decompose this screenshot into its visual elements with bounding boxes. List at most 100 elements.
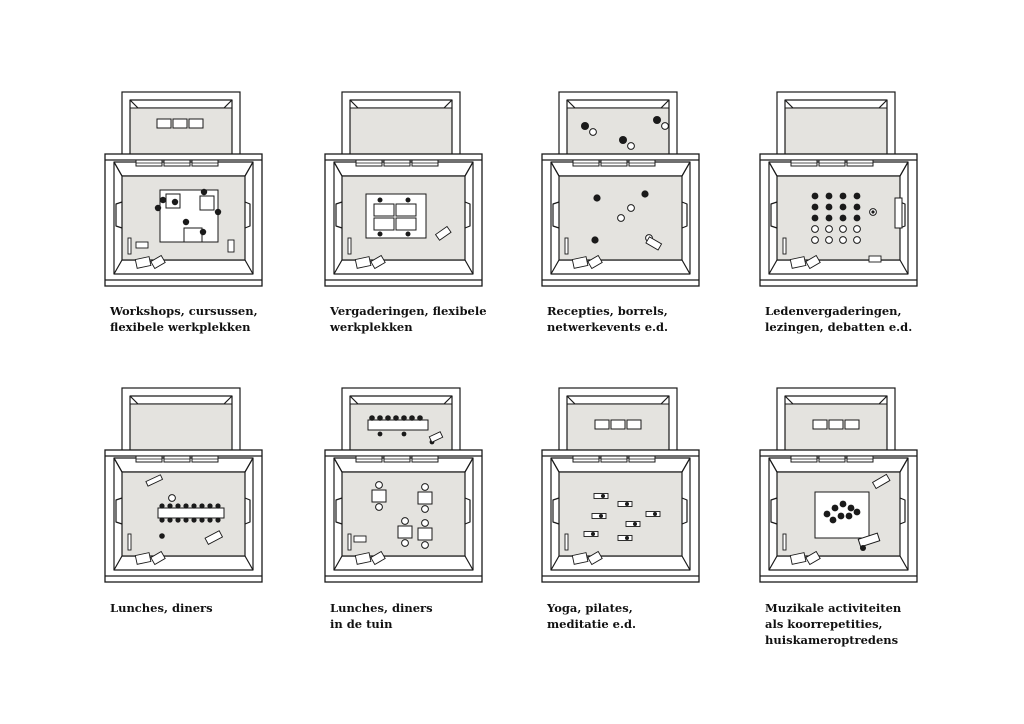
person [183, 517, 189, 523]
radiator [564, 533, 569, 551]
bench [587, 550, 603, 566]
person [159, 503, 165, 509]
table [594, 419, 610, 430]
table [417, 491, 433, 505]
radiator [564, 237, 569, 255]
radiator [127, 237, 132, 255]
annex-floor [129, 403, 233, 451]
caption-line: Lunches, diners [330, 601, 433, 615]
side-table [645, 236, 663, 251]
chair [375, 481, 383, 489]
caption-line: huiskameroptredens [765, 633, 899, 647]
scenario-caption: Ledenvergaderingen, lezingen, debatten e… [765, 303, 950, 335]
chair [661, 122, 669, 130]
person [591, 236, 599, 244]
person [191, 503, 197, 509]
person [839, 214, 847, 222]
person [839, 500, 847, 508]
right-niche [464, 497, 471, 525]
table [156, 118, 172, 129]
bench [571, 256, 589, 269]
room-outline [541, 387, 700, 583]
person [853, 203, 861, 211]
person [829, 516, 837, 524]
person [653, 116, 661, 124]
right-niche [244, 201, 251, 229]
caption-line: meditatie e.d. [547, 617, 637, 631]
table [199, 195, 215, 211]
main-floor [558, 471, 683, 557]
person [853, 508, 861, 516]
person [167, 503, 173, 509]
side-table [871, 473, 891, 490]
person [200, 188, 208, 196]
person [839, 203, 847, 211]
person [825, 203, 833, 211]
chair [627, 204, 635, 212]
person [207, 517, 213, 523]
bench [150, 550, 166, 566]
person [182, 218, 190, 226]
bench [354, 256, 372, 269]
side-table [145, 474, 164, 487]
bench [370, 254, 386, 270]
bench [134, 552, 152, 565]
person [393, 415, 399, 421]
person [625, 536, 629, 540]
caption-line: Muzikale activiteiten [765, 601, 902, 615]
person [811, 192, 819, 200]
furniture [812, 419, 891, 551]
chair [617, 214, 625, 222]
table [844, 419, 860, 430]
bench [354, 552, 372, 565]
left-niche [552, 201, 560, 229]
person [167, 517, 173, 523]
person [653, 512, 657, 516]
table [812, 419, 828, 430]
bench [134, 256, 152, 269]
person [417, 415, 423, 421]
table [373, 203, 395, 217]
person [199, 517, 205, 523]
table [610, 419, 626, 430]
radiator [127, 533, 132, 551]
main-floor [776, 175, 901, 261]
person [215, 503, 221, 509]
person [401, 415, 407, 421]
floorplan-muziek [759, 387, 918, 583]
room-outline [104, 387, 263, 583]
table [395, 217, 417, 231]
person [581, 122, 589, 130]
floorplan-ledenvergaderingen [759, 91, 918, 287]
table [172, 118, 188, 129]
furniture [583, 419, 661, 541]
radiator [782, 237, 787, 255]
person [191, 517, 197, 523]
bench [805, 550, 821, 566]
person [154, 204, 162, 212]
person [405, 197, 411, 203]
table [157, 507, 225, 519]
person [159, 517, 165, 523]
furniture [135, 118, 235, 253]
chair [589, 128, 597, 136]
room-outline [541, 91, 700, 287]
radiator [782, 533, 787, 551]
person [847, 504, 855, 512]
person [633, 522, 637, 526]
person [599, 514, 603, 518]
right-niche [244, 497, 251, 525]
person [377, 197, 383, 203]
floorplan-recepties [541, 91, 700, 287]
chair [375, 503, 383, 511]
table [626, 419, 642, 430]
left-niche [770, 201, 778, 229]
table [183, 227, 203, 243]
chair [401, 517, 409, 525]
right-niche [681, 497, 688, 525]
side-table [135, 241, 149, 249]
chair [811, 236, 819, 244]
scenario-caption: Workshops, cursussen, flexibele werkplek… [110, 303, 295, 335]
right-niche [464, 201, 471, 229]
